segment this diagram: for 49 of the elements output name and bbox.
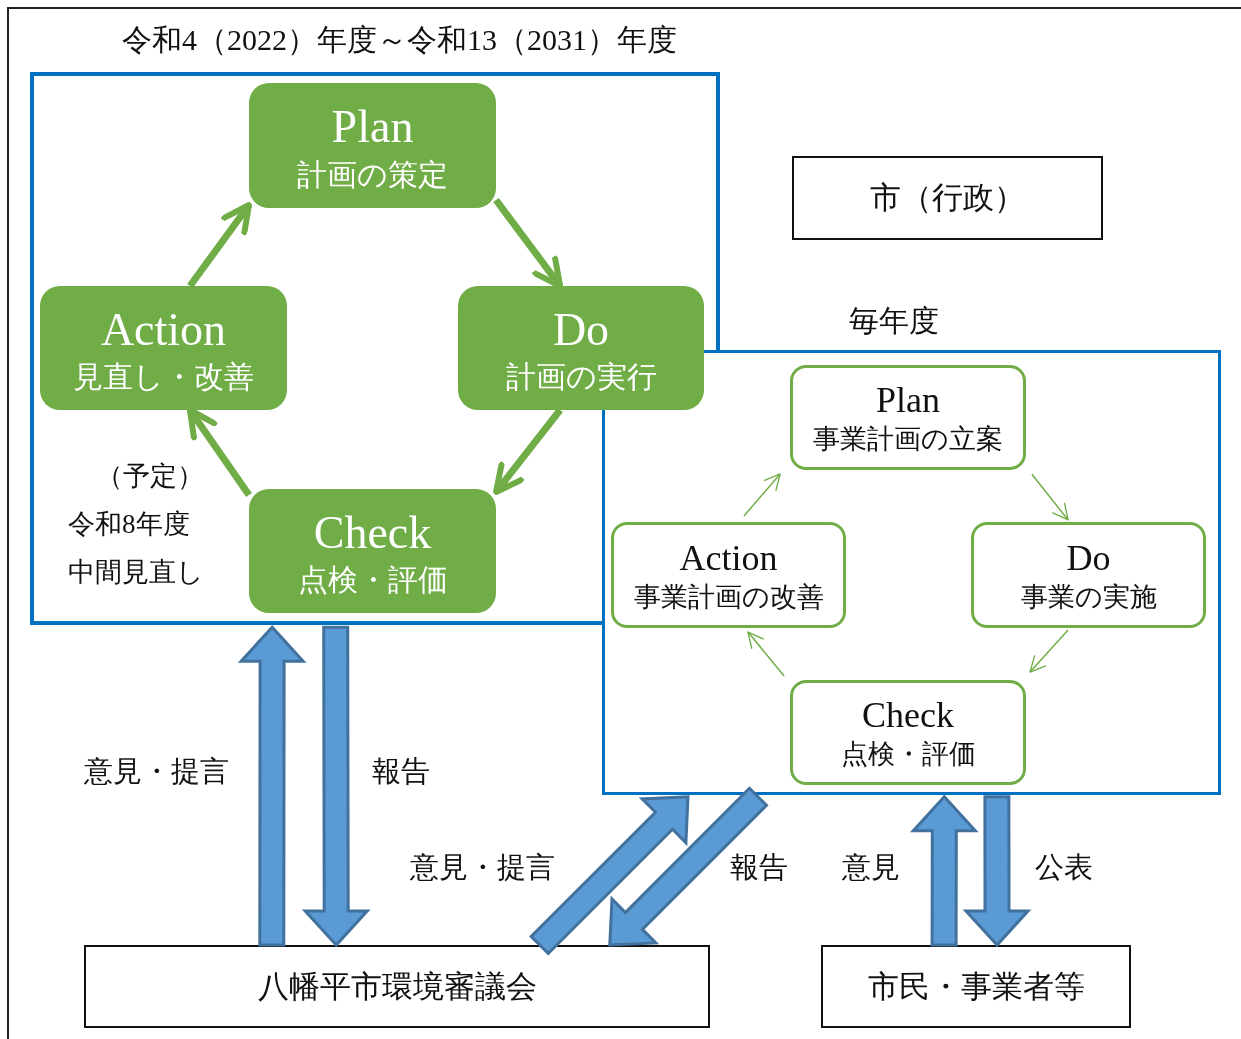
box-title: Do <box>1066 536 1111 580</box>
box-title: Check <box>862 694 954 738</box>
organization-box <box>84 945 710 1028</box>
box-subtitle: 点検・評価 <box>297 562 448 598</box>
box-title: Check <box>313 505 432 560</box>
process-box <box>40 286 287 410</box>
arrow <box>1029 629 1069 673</box>
box-text: 市（行政） <box>870 179 1025 217</box>
box-subtitle: 計画の実行 <box>505 359 657 395</box>
block-arrow <box>529 795 690 956</box>
box-subtitle: 点検・評価 <box>840 738 976 772</box>
process-box <box>249 489 496 613</box>
box-title: Action <box>100 302 227 357</box>
organization-box <box>792 156 1103 240</box>
block-arrow <box>962 795 1032 948</box>
arrow <box>493 407 563 495</box>
process-box <box>249 83 496 208</box>
box-title: Action <box>679 536 778 580</box>
block-arrow <box>909 794 979 947</box>
box-subtitle: 見直し・改善 <box>73 359 254 395</box>
box-title: Do <box>552 302 610 357</box>
box-text: 市民・事業者等 <box>867 967 1085 1006</box>
arrow <box>747 631 785 677</box>
process-box <box>611 522 846 628</box>
block-arrow <box>237 624 307 947</box>
box-subtitle: 事業の実施 <box>1020 580 1157 614</box>
process-box <box>790 365 1026 470</box>
arrow <box>743 473 781 517</box>
frame-heading: 令和4（2022）年度～令和13（2031）年度 <box>122 22 677 58</box>
box-subtitle: 事業計画の立案 <box>813 423 1003 457</box>
note-text: 中間見直し <box>68 556 204 589</box>
note-text: （予定） <box>96 460 204 493</box>
process-box <box>458 286 704 410</box>
note-text: 令和8年度 <box>68 508 190 541</box>
block-arrow <box>301 625 371 948</box>
organization-box <box>821 945 1131 1028</box>
box-text: 八幡平市環境審議会 <box>257 967 537 1006</box>
box-title: Plan <box>331 100 414 154</box>
arrow <box>493 197 564 289</box>
box-title: Plan <box>876 379 940 423</box>
block-arrow <box>608 786 769 947</box>
arrow <box>187 202 252 289</box>
process-box <box>971 522 1206 628</box>
arrow <box>1031 473 1069 521</box>
arrow <box>186 407 252 497</box>
box-subtitle: 事業計画の改善 <box>633 580 824 614</box>
process-box <box>790 680 1026 785</box>
frame-heading: 毎年度 <box>849 303 939 339</box>
box-subtitle: 計画の策定 <box>297 156 448 193</box>
